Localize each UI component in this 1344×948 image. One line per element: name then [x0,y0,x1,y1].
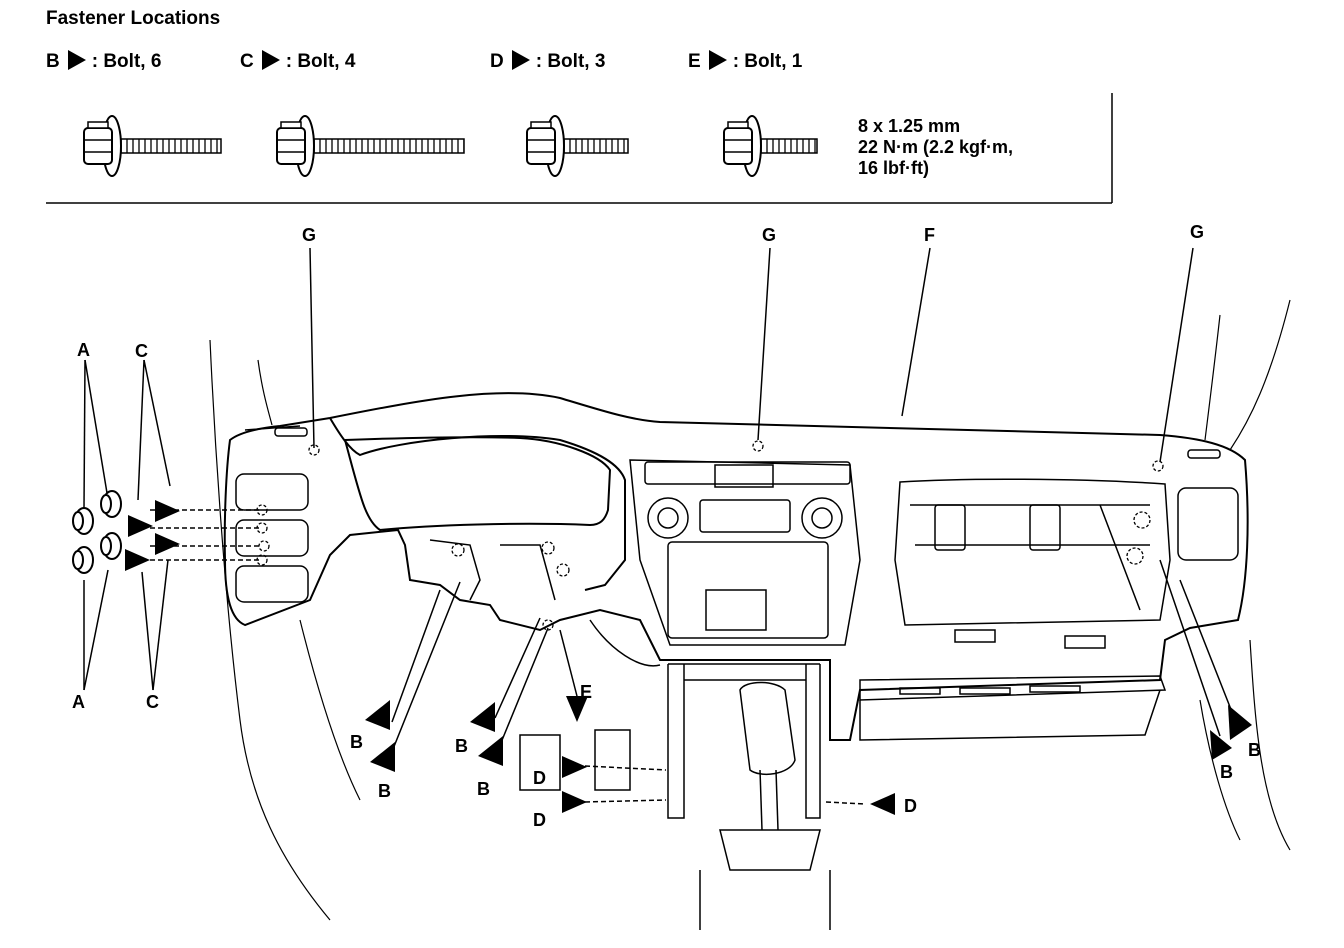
callout-f: F [924,225,935,245]
callout-b: B [1220,762,1233,782]
arrow-b2 [370,742,395,772]
callout-b: B [350,732,363,752]
callout-d: D [533,810,546,830]
legend-letter: D [490,51,504,72]
arrow-marker-icon [261,50,280,70]
legend-letter: B [46,51,60,72]
arrow-b4 [478,736,503,766]
callout-g: G [1190,222,1204,242]
callout-b: B [1248,740,1261,760]
bolt-spec: 8 x 1.25 mm 22 N·m (2.2 kgf·m, 16 lbf·ft… [858,116,1013,179]
arrow-b1 [365,700,390,730]
arrow-d3 [870,793,895,815]
legend-bolt-c: C : Bolt, 4 [240,50,355,73]
arrow-c1 [155,500,180,522]
arrow-marker-icon [708,50,727,70]
callout-a: A [72,692,85,712]
center-stack [629,459,861,646]
glove-box [894,449,1239,649]
clip-a-icons [72,490,122,574]
arrow-b5 [1228,705,1252,740]
legend-bolt-e: E : Bolt, 1 [688,50,802,73]
bolt-size: 8 x 1.25 mm [858,116,961,136]
legend-text: : Bolt, 1 [732,51,803,72]
fastener-points [256,440,1164,631]
bolt-c-illustration [276,115,465,177]
callout-labels: G G F G A C A C B B B B E D D D B B [72,222,1261,830]
callout-c: C [146,692,159,712]
callout-b: B [455,736,468,756]
callout-d: D [533,768,546,788]
bolt-d-illustration [526,115,629,177]
dashboard-outline [223,392,1249,741]
legend-text: : Bolt, 4 [285,51,356,72]
arrow-c2 [128,515,153,537]
spec-box [46,93,1113,204]
callout-c: C [135,341,148,361]
legend-letter: E [688,51,701,72]
legend-bolt-b: B : Bolt, 6 [46,50,161,73]
arrow-b3 [470,702,495,732]
arrow-b6 [1210,730,1232,760]
shift-lever [699,681,831,930]
callout-d: D [904,796,917,816]
left-vent-panel [235,425,309,603]
arrow-c4 [125,549,150,571]
location-arrows [125,500,1252,815]
steering-column [429,539,661,791]
legend-letter: C [240,51,254,72]
arrow-e [566,696,588,722]
vehicle-body-lines [209,299,1291,921]
callout-g: G [302,225,316,245]
legend-text: : Bolt, 3 [535,51,606,72]
bolt-torque: 22 N·m (2.2 kgf·m, [858,137,1014,157]
callout-a: A [77,340,90,360]
callout-b: B [477,779,490,799]
arrow-d2 [562,791,587,813]
page-title: Fastener Locations [46,8,221,29]
arrow-c3 [155,533,180,555]
arrow-d1 [562,756,587,778]
bolt-b-illustration [83,115,222,177]
callout-b: B [378,781,391,801]
callout-e: E [580,682,592,702]
arrow-marker-icon [67,50,86,70]
arrow-marker-icon [511,50,530,70]
callout-g: G [762,225,776,245]
legend-bolt-d: D : Bolt, 3 [490,50,605,73]
legend-text: : Bolt, 6 [91,51,162,72]
bolt-torque-imperial: 16 lbf·ft) [858,158,929,178]
lower-frame [667,663,1167,819]
bolt-e-illustration [723,115,818,177]
